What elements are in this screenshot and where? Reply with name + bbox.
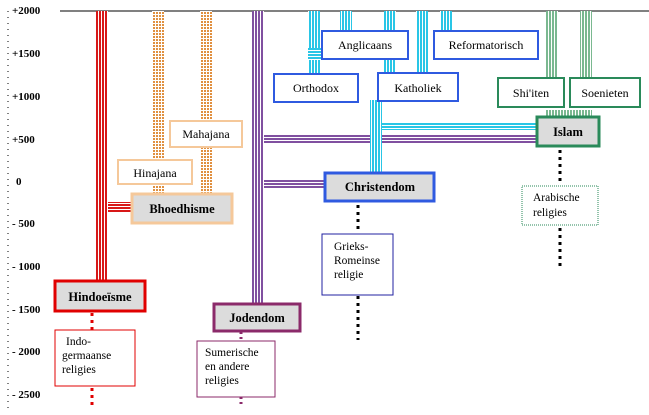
orthodox-box: [273, 73, 359, 103]
bhoedhisme-box: [130, 192, 234, 225]
grieks-note-line-1: Grieks-: [334, 241, 369, 253]
sumerisch-note-line-2: en andere: [205, 361, 249, 373]
hindu-stream: [96, 11, 108, 283]
orthodox-label: Orthodox: [293, 81, 339, 95]
indo-note-box: [54, 329, 136, 387]
katholiek-label: Katholiek: [394, 81, 441, 95]
shiiten-box: [497, 77, 565, 108]
jewish-stream: [252, 11, 264, 303]
anglican-stream: [340, 11, 352, 31]
islam-box: [535, 115, 601, 148]
shiiten-label: Shi'iten: [513, 86, 549, 100]
hindoeisme-box: [53, 279, 147, 313]
mahajana-label: Mahajana: [182, 127, 230, 141]
jodendom-box: [212, 302, 302, 333]
christian-stream-main: [370, 140, 382, 173]
reformation-stream: [416, 11, 428, 73]
buddhism-stream-upper: [200, 11, 212, 193]
grieks-note-line-2: Romeinse: [334, 255, 380, 267]
jewish-to-christian-link: [264, 180, 326, 188]
islam-split-stem: [546, 110, 592, 118]
orthodox-stream: [308, 11, 320, 74]
tick-label-7: - 1500: [12, 304, 41, 316]
hinajana-connector: [152, 185, 164, 193]
tick-label-4: 0: [16, 176, 22, 188]
reformation-top-stream: [440, 11, 452, 31]
reformatorisch-label: Reformatorisch: [449, 38, 524, 52]
tick-label-0: +2000: [12, 5, 41, 17]
arabisch-note-line-2: religies: [533, 207, 567, 219]
tick-label-2: +1000: [12, 91, 41, 103]
shia-stream: [546, 11, 558, 77]
christendom-box: [323, 171, 436, 203]
tick-label-6: - 1000: [12, 261, 41, 273]
katholiek-box: [377, 72, 459, 102]
indo-note-line-1: Indo-: [66, 336, 91, 348]
tick-label-1: +1500: [12, 48, 41, 60]
mahajana-box: [169, 120, 243, 148]
christian-to-islam-link: [382, 122, 538, 130]
sumerisch-note-line-1: Sumerische: [205, 347, 259, 359]
jewish-to-islam-link: [264, 135, 538, 143]
soenieten-box: [569, 77, 641, 108]
sumerisch-note-line-3: religies: [205, 375, 239, 387]
arabisch-note-line-1: Arabische: [533, 192, 580, 204]
jodendom-label: Jodendom: [229, 311, 285, 325]
soenieten-label: Soenieten: [581, 86, 628, 100]
tick-label-8: - 2000: [12, 346, 41, 358]
tick-label-3: +500: [12, 134, 35, 146]
bhoedhisme-label: Bhoedhisme: [149, 202, 215, 216]
sumerisch-note-box: [196, 340, 276, 398]
tick-label-9: - 2500: [12, 389, 41, 401]
hindoeisme-label: Hindoeïsme: [68, 290, 132, 304]
grieks-note-box: [321, 233, 394, 296]
anglicaans-label: Anglicaans: [338, 38, 392, 52]
hinajana-box: [117, 159, 193, 185]
indo-note-line-2: germaanse: [62, 350, 111, 362]
indo-note-line-3: religies: [62, 364, 96, 376]
sunni-stream: [580, 11, 592, 77]
anglicaans-box: [321, 30, 409, 60]
mahajana-stream: [152, 11, 164, 159]
hindu-to-buddhism-link: [108, 202, 134, 213]
reformatorisch-box: [433, 30, 539, 60]
grieks-note-line-3: religie: [334, 269, 363, 281]
tick-label-5: - 500: [12, 218, 35, 230]
hinajana-label: Hinajana: [133, 166, 177, 180]
christian-split-stem: [370, 100, 382, 140]
arabisch-note-box: [521, 185, 599, 226]
islam-label: Islam: [553, 125, 583, 139]
christendom-label: Christendom: [345, 180, 416, 194]
